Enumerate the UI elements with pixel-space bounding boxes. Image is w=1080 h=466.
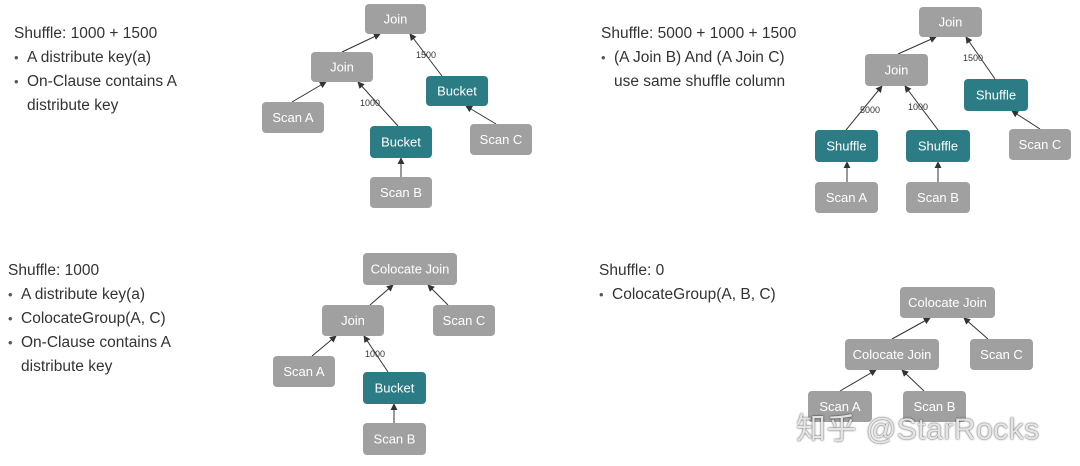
scan-a-node: Scan A: [808, 391, 872, 422]
join-node: Join: [322, 305, 384, 336]
panel-1-text: Shuffle: 1000 + 1500 A distribute key(a)…: [14, 22, 177, 118]
edge-label-1000: 1000: [365, 349, 385, 359]
svg-text:Scan B: Scan B: [917, 190, 959, 205]
panel-1-bullet-cont: distribute key: [27, 97, 119, 114]
edge-label-1000: 1000: [908, 102, 928, 112]
bucket-node: Bucket: [426, 76, 488, 106]
scan-b-node: Scan B: [363, 423, 426, 455]
colocate-join-node: Colocate Join: [900, 287, 995, 318]
join-node: Join: [311, 52, 373, 82]
svg-text:Scan B: Scan B: [914, 399, 956, 414]
svg-text:Shuffle: Shuffle: [826, 139, 866, 154]
panel-3-bullet: On-Clause contains A: [8, 331, 171, 355]
scan-b-node: Scan B: [370, 177, 432, 208]
join-node: Join: [365, 4, 426, 34]
svg-text:Bucket: Bucket: [381, 135, 421, 150]
panel-2-text: Shuffle: 5000 + 1000 + 1500 (A Join B) A…: [601, 22, 796, 94]
svg-text:Scan C: Scan C: [480, 132, 523, 147]
svg-text:Colocate Join: Colocate Join: [908, 295, 987, 310]
svg-text:Join: Join: [939, 15, 963, 30]
panel-3-bullet: ColocateGroup(A, C): [8, 307, 171, 331]
svg-text:Scan C: Scan C: [980, 347, 1023, 362]
svg-text:Scan A: Scan A: [819, 399, 861, 414]
panel-3-text: Shuffle: 1000 A distribute key(a) Coloca…: [8, 259, 171, 379]
svg-text:Bucket: Bucket: [375, 381, 415, 396]
bucket-node: Bucket: [370, 126, 432, 158]
svg-text:Colocate Join: Colocate Join: [371, 262, 450, 277]
svg-text:Join: Join: [885, 63, 909, 78]
colocate-join-node: Colocate Join: [363, 253, 457, 285]
shuffle-node: Shuffle: [906, 130, 970, 162]
svg-text:Scan A: Scan A: [826, 190, 868, 205]
panel-3-bullet: A distribute key(a): [8, 283, 171, 307]
svg-text:Scan A: Scan A: [283, 364, 325, 379]
svg-text:Scan A: Scan A: [272, 110, 314, 125]
panel-1-bullet: A distribute key(a): [14, 46, 177, 70]
svg-text:Scan C: Scan C: [1019, 137, 1062, 152]
svg-text:Join: Join: [384, 12, 408, 27]
panel-2-bullet-cont: use same shuffle column: [614, 73, 786, 90]
panel-2-title: Shuffle: 5000 + 1000 + 1500: [601, 25, 797, 42]
colocate-join-node: Colocate Join: [845, 339, 939, 370]
scan-a-node: Scan A: [273, 356, 335, 387]
scan-c-node: Scan C: [470, 124, 532, 155]
svg-text:Shuffle: Shuffle: [918, 139, 958, 154]
edge-label-1500: 1500: [963, 53, 983, 63]
svg-text:Join: Join: [341, 313, 365, 328]
watermark: 知乎 @StarRocks: [796, 413, 1040, 446]
svg-text:Join: Join: [330, 60, 354, 75]
bucket-node: Bucket: [363, 372, 426, 404]
panel-4-title: Shuffle: 0: [599, 262, 665, 279]
scan-c-node: Scan C: [433, 305, 495, 336]
scan-b-node: Scan B: [906, 182, 970, 213]
scan-c-node: Scan C: [970, 339, 1033, 370]
panel-1-title: Shuffle: 1000 + 1500: [14, 25, 158, 42]
panel-3-title: Shuffle: 1000: [8, 262, 100, 279]
shuffle-node: Shuffle: [815, 130, 878, 162]
svg-text:Scan C: Scan C: [443, 313, 486, 328]
panel-4-bullet: ColocateGroup(A, B, C): [599, 283, 776, 307]
join-node: Join: [919, 7, 982, 37]
panel-4-text: Shuffle: 0 ColocateGroup(A, B, C): [599, 259, 776, 307]
svg-text:Scan B: Scan B: [374, 432, 416, 447]
panel-2-bullet: (A Join B) And (A Join C): [601, 46, 796, 70]
edge-label-1500: 1500: [416, 50, 436, 60]
scan-a-node: Scan A: [262, 102, 324, 133]
edge-label-1000: 1000: [360, 98, 380, 108]
svg-text:Bucket: Bucket: [437, 84, 477, 99]
svg-text:Scan B: Scan B: [380, 185, 422, 200]
scan-c-node: Scan C: [1009, 129, 1071, 160]
shuffle-node: Shuffle: [964, 79, 1028, 111]
panel-1-bullet: On-Clause contains A: [14, 70, 177, 94]
scan-a-node: Scan A: [815, 182, 878, 213]
edge-label-5000: 5000: [860, 105, 880, 115]
scan-b-node: Scan B: [903, 391, 966, 422]
panel-3-bullet-cont: distribute key: [21, 358, 113, 375]
join-node: Join: [865, 54, 928, 86]
svg-text:Shuffle: Shuffle: [976, 88, 1016, 103]
svg-text:Colocate Join: Colocate Join: [853, 347, 932, 362]
